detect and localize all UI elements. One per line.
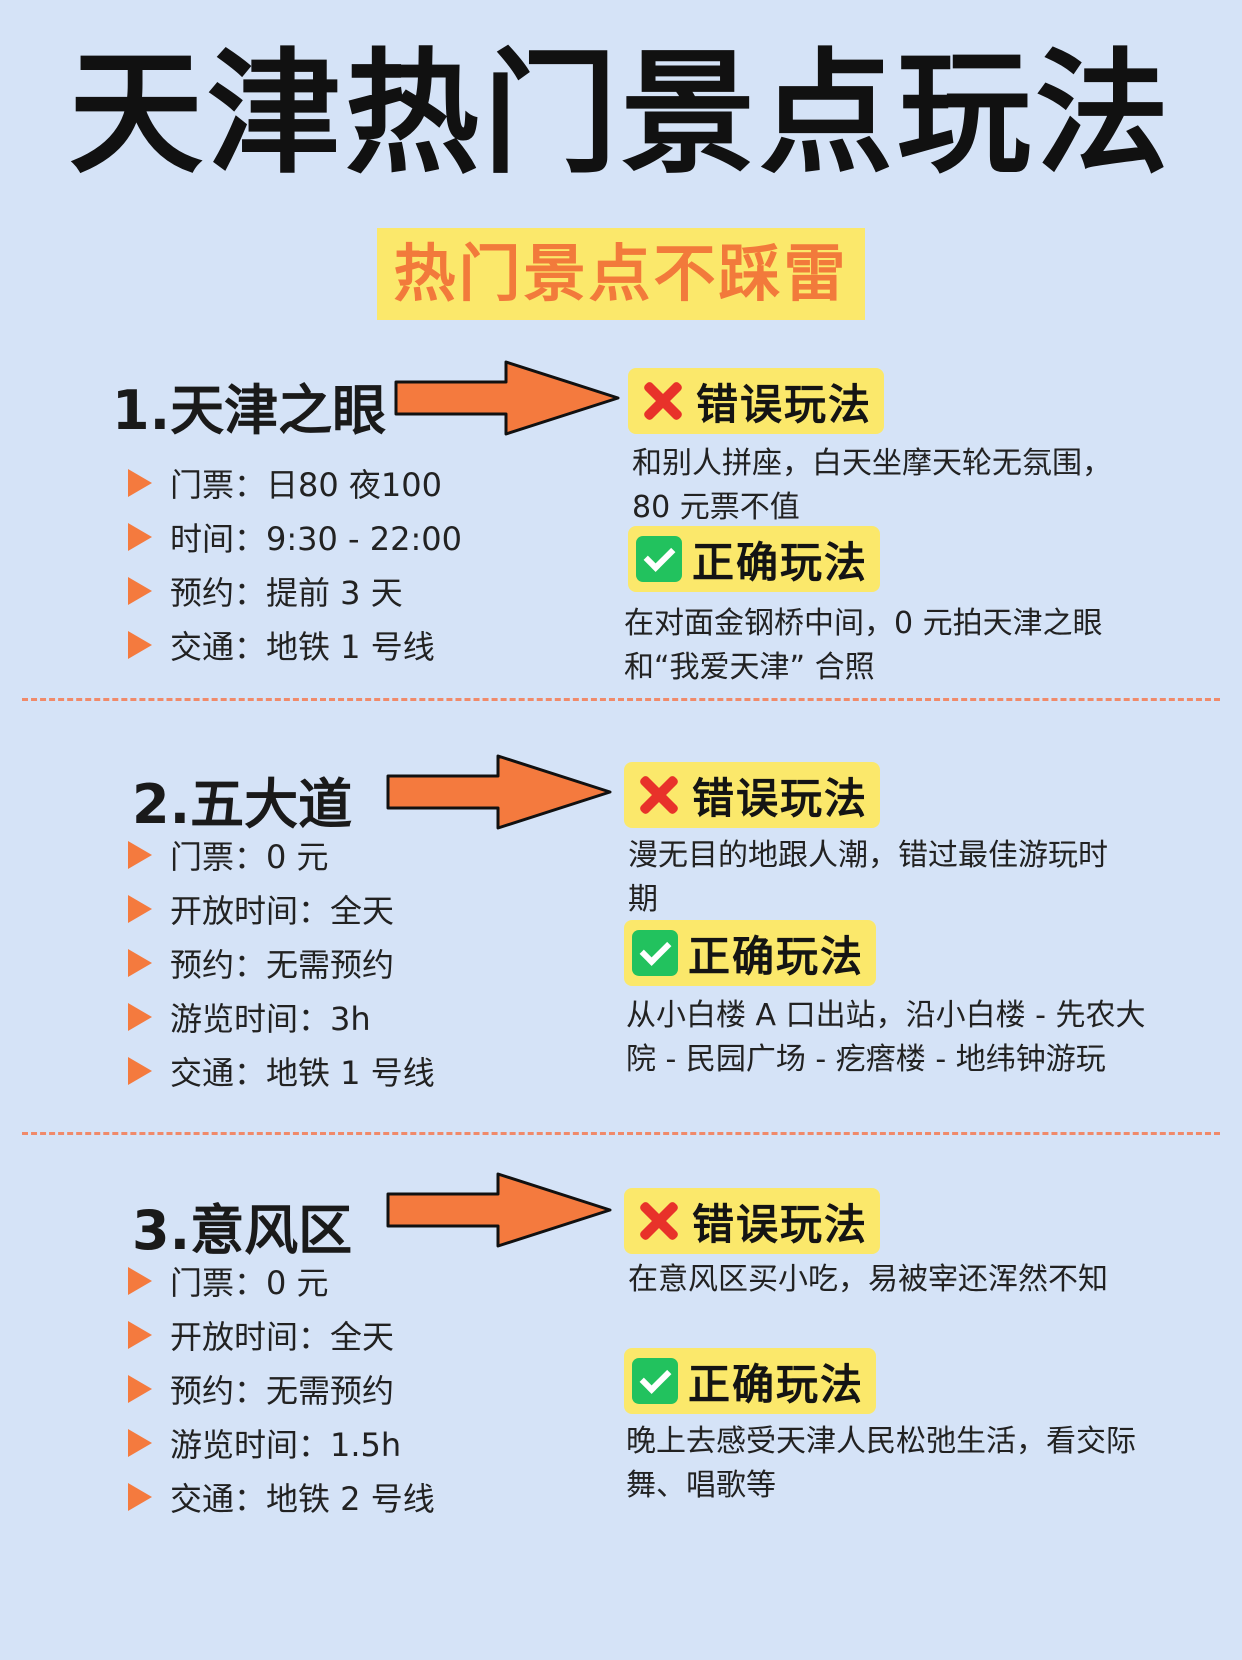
section-divider: [22, 698, 1220, 701]
info-item: 门票：0 元: [128, 1254, 435, 1308]
wrong-badge: 错误玩法: [628, 368, 885, 434]
right-badge: 正确玩法: [624, 1348, 877, 1414]
info-item: 时间：9:30 - 22:00: [128, 510, 462, 564]
triangle-right-icon: [128, 631, 152, 659]
info-item: 门票：日80 夜100: [128, 456, 462, 510]
info-item: 开放时间：全天: [128, 1308, 435, 1362]
info-item: 预约：无需预约: [128, 1362, 435, 1416]
arrow-right-icon: [386, 754, 612, 830]
triangle-right-icon: [128, 841, 152, 869]
spot-title: 3.意风区: [132, 1199, 353, 1262]
triangle-right-icon: [128, 1429, 152, 1457]
spot-info-list: 门票：日80 夜100 时间：9:30 - 22:00 预约：提前 3 天 交通…: [128, 456, 462, 672]
wrong-description: 漫无目的地跟人潮，错过最佳游玩时期: [628, 838, 1108, 917]
info-item: 游览时间：3h: [128, 990, 435, 1044]
right-badge: 正确玩法: [628, 526, 881, 592]
info-item: 预约：无需预约: [128, 936, 435, 990]
wrong-description: 在意风区买小吃，易被宰还浑然不知: [628, 1262, 1108, 1297]
triangle-right-icon: [128, 1003, 152, 1031]
spot-title: 2.五大道: [132, 773, 353, 836]
right-description: 在对面金钢桥中间，0 元拍天津之眼和“我爱天津” 合照: [624, 606, 1103, 685]
triangle-right-icon: [128, 1321, 152, 1349]
info-item: 门票：0 元: [128, 828, 435, 882]
wrong-description: 和别人拼座，白天坐摩天轮无氛围，80 元票不值: [632, 446, 1112, 525]
arrow-right-icon: [394, 360, 620, 436]
right-badge: 正确玩法: [624, 920, 877, 986]
subtitle-wrap: 热门景点不踩雷: [0, 228, 1242, 320]
triangle-right-icon: [128, 1057, 152, 1085]
cross-icon: [636, 375, 688, 427]
triangle-right-icon: [128, 1483, 152, 1511]
triangle-right-icon: [128, 523, 152, 551]
wrong-badge: 错误玩法: [624, 762, 881, 828]
check-icon: [636, 536, 682, 582]
info-item: 交通：地铁 1 号线: [128, 1044, 435, 1098]
spot-title: 1.天津之眼: [112, 379, 387, 442]
subtitle: 热门景点不踩雷: [377, 228, 865, 320]
info-item: 开放时间：全天: [128, 882, 435, 936]
right-description: 从小白楼 A 口出站，沿小白楼 - 先农大院 - 民园广场 - 疙瘩楼 - 地纬…: [626, 998, 1146, 1077]
right-description: 晚上去感受天津人民松弛生活，看交际舞、唱歌等: [626, 1424, 1136, 1503]
wrong-badge: 错误玩法: [624, 1188, 881, 1254]
check-icon: [632, 1358, 678, 1404]
triangle-right-icon: [128, 1375, 152, 1403]
spot-info-list: 门票：0 元 开放时间：全天 预约：无需预约 游览时间：3h 交通：地铁 1 号…: [128, 828, 435, 1098]
page-title: 天津热门景点玩法: [68, 34, 1173, 192]
check-icon: [632, 930, 678, 976]
triangle-right-icon: [128, 469, 152, 497]
cross-icon: [632, 1195, 684, 1247]
triangle-right-icon: [128, 949, 152, 977]
triangle-right-icon: [128, 895, 152, 923]
triangle-right-icon: [128, 577, 152, 605]
spot-info-list: 门票：0 元 开放时间：全天 预约：无需预约 游览时间：1.5h 交通：地铁 2…: [128, 1254, 435, 1524]
info-item: 交通：地铁 2 号线: [128, 1470, 435, 1524]
section-divider: [22, 1132, 1220, 1135]
triangle-right-icon: [128, 1267, 152, 1295]
info-item: 预约：提前 3 天: [128, 564, 462, 618]
cross-icon: [632, 769, 684, 821]
info-item: 游览时间：1.5h: [128, 1416, 435, 1470]
arrow-right-icon: [386, 1172, 612, 1248]
info-item: 交通：地铁 1 号线: [128, 618, 462, 672]
